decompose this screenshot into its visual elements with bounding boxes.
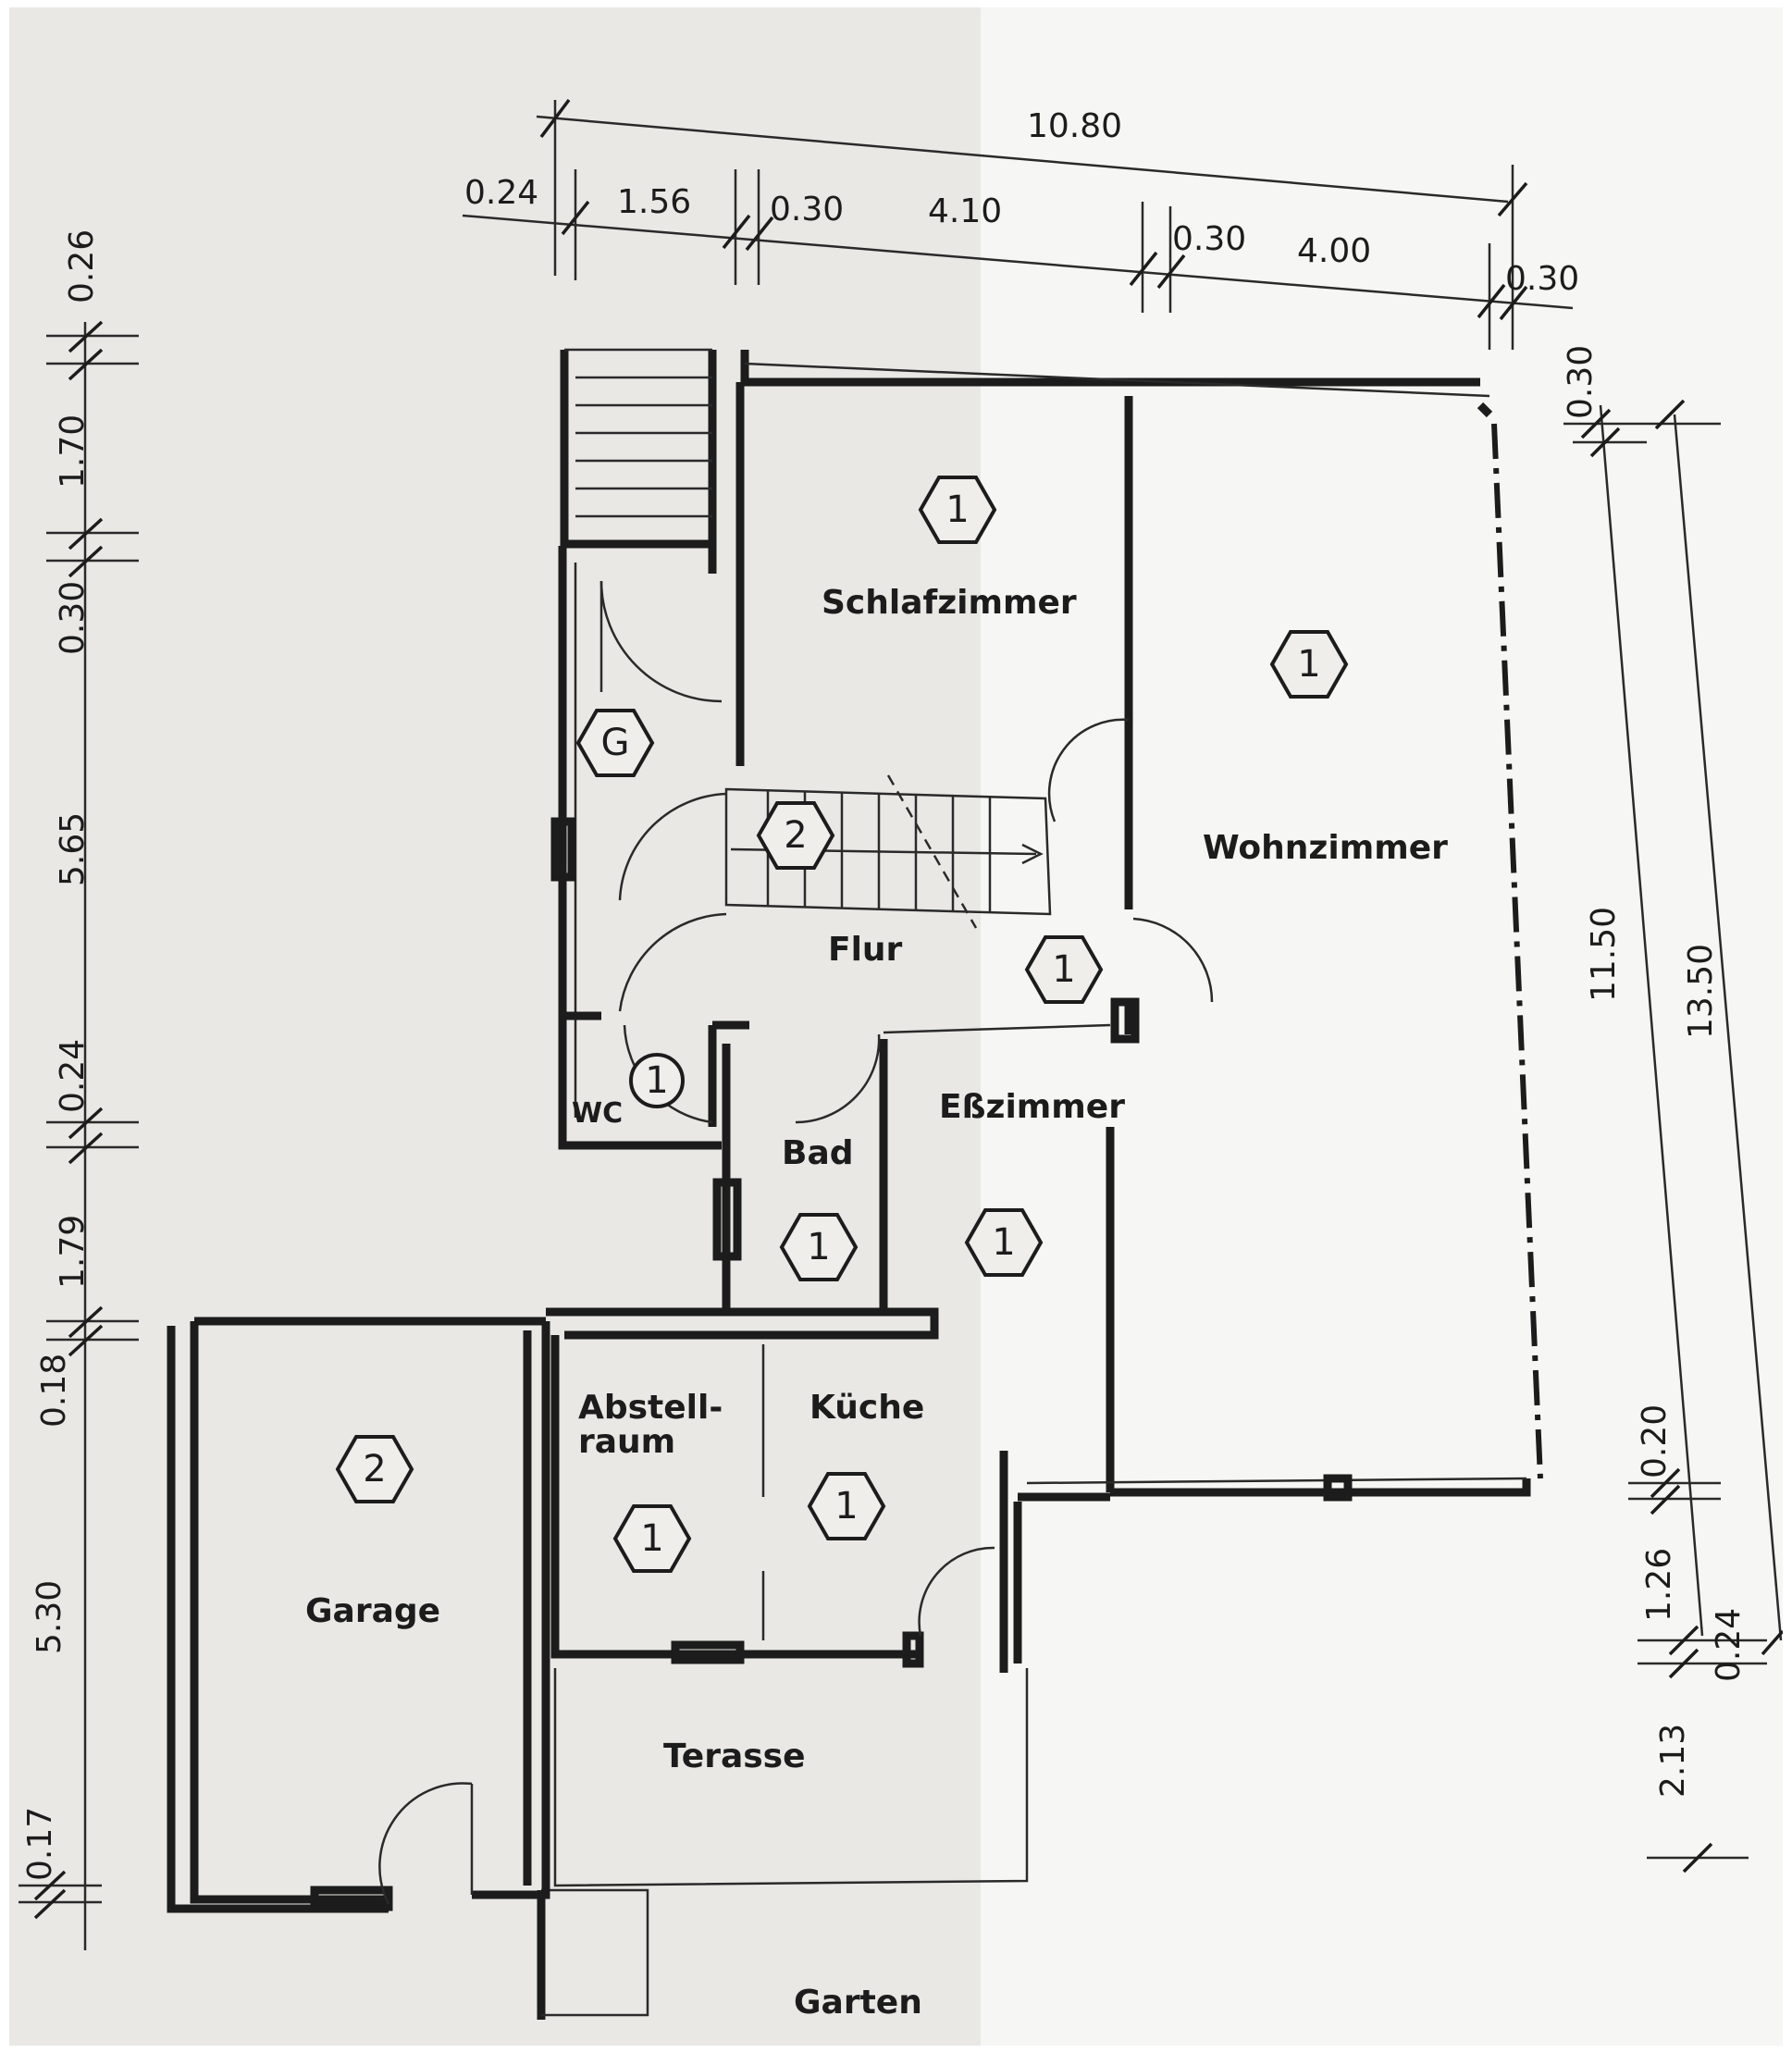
walls [167,348,1543,2020]
left-dimensions [19,320,139,1950]
room-marker-bad: 1 [779,1213,859,1281]
room-marker-kueche: 1 [807,1472,886,1540]
dimension-top-6: 4.00 [1297,232,1371,270]
dimension-top-7: 0.30 [1505,260,1579,298]
svg-text:1: 1 [1052,948,1075,991]
svg-text:2: 2 [784,814,807,857]
room-marker-esszimmer: 1 [964,1208,1044,1277]
room-label-kueche: Küche [809,1389,924,1427]
svg-text:1: 1 [1297,643,1320,686]
svg-text:1: 1 [945,489,969,531]
dimension-left-8: 5.30 [31,1580,68,1654]
dimension-left-3: 0.30 [54,581,92,655]
exterior-stairs [575,376,712,518]
dimension-left-4: 5.65 [54,812,92,886]
room-marker-stair: 2 [756,801,835,870]
dimension-top-1: 0.24 [464,174,538,212]
dimension-left-7: 0.18 [35,1354,73,1428]
room-marker-abstellraum: 1 [612,1504,692,1573]
svg-text:1: 1 [645,1059,668,1102]
right-dimensions [1563,399,1783,1874]
dimension-right-bottom-3: 0.24 [1710,1608,1748,1682]
room-label-wohnzimmer: Wohnzimmer [1203,829,1448,867]
room-label-schlafzimmer: Schlafzimmer [822,584,1077,622]
dimension-right-bottom-1: 0.20 [1636,1404,1674,1478]
dimension-left-2: 1.70 [54,414,92,489]
room-label-abstellraum-line1: Abstell- [578,1389,723,1427]
dimension-right-inner: 11.50 [1585,907,1623,1002]
room-label-garage: Garage [305,1592,440,1630]
dimension-right-top: 0.30 [1562,345,1600,419]
room-marker-garage: 2 [335,1435,414,1503]
dimension-top-4: 4.10 [928,192,1002,230]
svg-text:1: 1 [640,1517,663,1560]
room-label-abstellraum-line2: raum [578,1423,675,1461]
dimension-top-5: 0.30 [1172,220,1246,258]
room-marker-wohnzimmer: 1 [1269,630,1349,699]
dimension-top-3: 0.30 [770,191,844,229]
room-label-flur: Flur [828,931,903,969]
room-marker-g: G [575,709,655,777]
svg-text:1: 1 [807,1226,830,1268]
svg-text:G: G [601,722,630,764]
room-label-wc: WC [572,1097,623,1130]
dimension-left-9: 0.17 [21,1807,59,1881]
svg-text:2: 2 [363,1448,386,1490]
dimension-left-6: 1.79 [54,1215,92,1289]
room-marker-wc: 1 [629,1053,685,1108]
top-dimensions [462,98,1574,350]
room-label-esszimmer: Eßzimmer [939,1088,1125,1126]
room-marker-schlafzimmer: 1 [918,476,997,544]
dimension-right-outer: 13.50 [1682,944,1720,1039]
room-label-garten: Garten [794,1984,922,2022]
room-label-terasse: Terasse [663,1738,806,1775]
interior-staircase [724,774,1052,929]
dimension-top-overall: 10.80 [1027,107,1122,145]
dimension-top-2: 1.56 [617,183,691,221]
dimension-left-1: 0.26 [63,229,101,303]
room-marker-flur: 1 [1024,935,1104,1004]
room-label-bad: Bad [782,1134,854,1172]
svg-text:1: 1 [992,1221,1015,1264]
floor-plan-drawing: 1 1 G 2 1 1 1 1 1 1 2 Schlafzimmer Wohn [19,7,1783,2046]
dimension-right-bottom-2: 1.26 [1640,1548,1678,1622]
dimension-left-5: 0.24 [54,1039,92,1113]
dimension-right-bottom-4: 2.13 [1654,1724,1692,1798]
svg-text:1: 1 [834,1485,858,1527]
plan-sheet: 1 1 G 2 1 1 1 1 1 1 2 Schlafzimmer Wohn [9,7,1783,2046]
